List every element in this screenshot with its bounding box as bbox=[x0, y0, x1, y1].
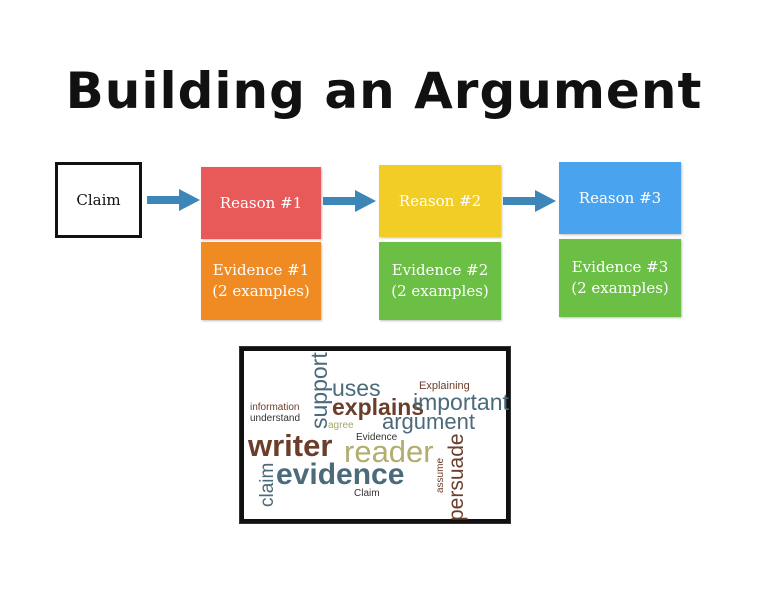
word-evidence-small: Evidence bbox=[356, 432, 398, 443]
page-title: Building an Argument bbox=[65, 62, 703, 120]
word-information: information bbox=[250, 402, 300, 413]
evidence-title: Evidence #2 bbox=[391, 261, 489, 279]
word-claim-small: Claim bbox=[354, 488, 380, 499]
evidence-title: Evidence #3 bbox=[571, 258, 669, 276]
evidence-title: Evidence #1 bbox=[212, 261, 310, 279]
word-reader: reader bbox=[344, 434, 434, 469]
word-explaining: Explaining bbox=[419, 380, 470, 392]
word-support: support bbox=[306, 352, 332, 429]
reason-box-2: Reason #2 bbox=[379, 165, 501, 237]
word-uses: uses bbox=[332, 375, 381, 401]
word-important: important bbox=[413, 389, 509, 415]
word-persuade: persuade bbox=[445, 433, 468, 521]
reason-box-1: Reason #1 bbox=[201, 167, 321, 239]
word-argument: argument bbox=[382, 409, 475, 434]
word-explains: explains bbox=[332, 394, 425, 420]
evidence-box-2: Evidence #2 (2 examples) bbox=[379, 242, 501, 320]
evidence-detail: (2 examples) bbox=[212, 282, 310, 300]
evidence-detail: (2 examples) bbox=[571, 279, 669, 297]
reason-label: Reason #1 bbox=[219, 193, 303, 212]
word-assume: assume bbox=[435, 457, 446, 493]
word-understand: understand bbox=[250, 413, 301, 424]
word-claim: claim bbox=[257, 462, 278, 507]
word-writer: writer bbox=[248, 428, 333, 463]
arrow-claim-to-reason-1 bbox=[147, 189, 200, 211]
arrow-reason-2-to-reason-3 bbox=[503, 190, 556, 212]
arrow-shape bbox=[503, 190, 556, 212]
reason-label: Reason #2 bbox=[398, 191, 482, 210]
evidence-detail: (2 examples) bbox=[391, 282, 489, 300]
word-agree: agree bbox=[328, 420, 354, 431]
evidence-box-1: Evidence #1 (2 examples) bbox=[201, 242, 321, 320]
arrow-reason-1-to-reason-2 bbox=[323, 190, 376, 212]
reason-label: Reason #3 bbox=[578, 188, 662, 207]
arrow-shape bbox=[147, 189, 200, 211]
arrow-shape bbox=[323, 190, 376, 212]
word-cloud: support uses Explaining information unde… bbox=[240, 347, 510, 523]
reason-box-3: Reason #3 bbox=[559, 162, 681, 234]
word-evidence: evidence bbox=[276, 458, 405, 491]
evidence-box-3: Evidence #3 (2 examples) bbox=[559, 239, 681, 317]
claim-box: Claim bbox=[55, 162, 142, 238]
